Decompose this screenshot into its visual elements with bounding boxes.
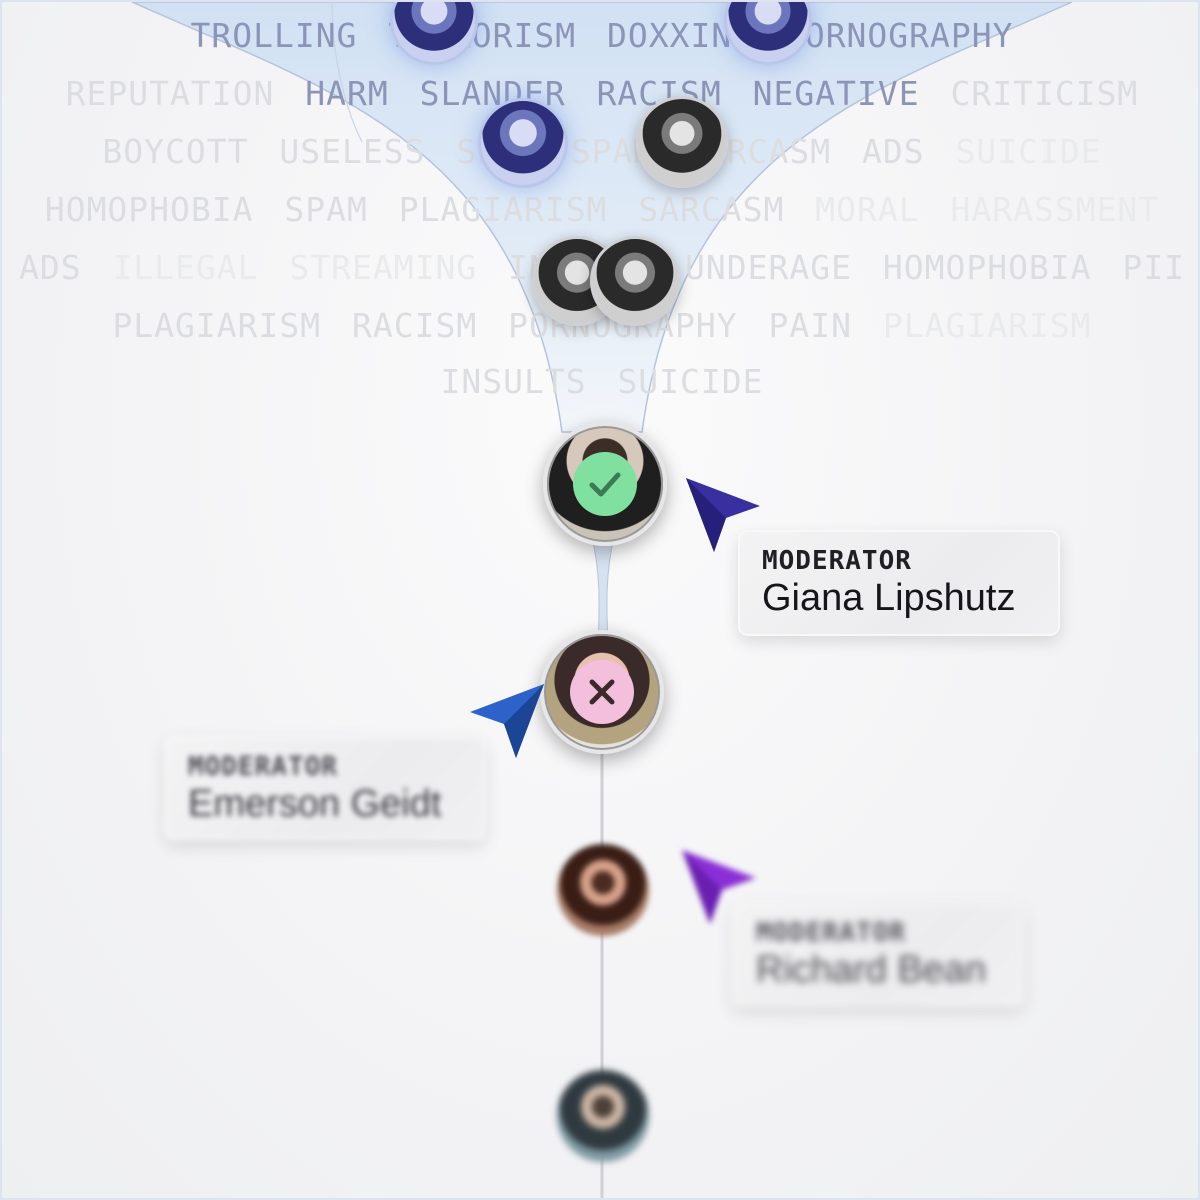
avatar	[478, 98, 568, 188]
keyword: SUICIDE	[955, 132, 1102, 171]
keyword: NEGATIVE	[752, 74, 920, 113]
keyword-row-4: HOMOPHOBIA SPAM PLAGIARISM SARCASM MORAL…	[2, 190, 1198, 229]
moderator-name: Emerson Geidt	[188, 783, 442, 825]
approved-badge	[573, 452, 637, 516]
keyword: ADS	[862, 132, 925, 171]
cursor-icon	[686, 478, 760, 552]
keyword: ILLEGAL	[112, 248, 259, 287]
moderator-label: MODERATOR Emerson Geidt	[164, 736, 486, 840]
moderator-label: MODERATOR Giana Lipshutz	[738, 530, 1060, 636]
funnel-body	[131, 2, 1073, 433]
avatar-queued-item[interactable]	[557, 1070, 649, 1162]
avatar-pending-item[interactable]	[557, 844, 649, 936]
keyword: HOMOPHOBIA	[882, 248, 1092, 287]
cursor-icon	[682, 850, 756, 924]
keyword: RACISM	[352, 306, 478, 345]
keyword: PORNOGRAPHY	[783, 16, 1014, 55]
keyword: SPAM	[284, 190, 368, 229]
moderator-label: MODERATOR Richard Bean	[732, 902, 1024, 1006]
keyword-row-3: BOYCOTT USELESS SPAM SPAM SARCASM ADS SU…	[2, 132, 1198, 171]
keyword: TROLLING	[190, 16, 358, 55]
keyword: PLAGIARISM	[112, 306, 322, 345]
moderator-role: MODERATOR	[762, 546, 912, 576]
keyword-row-2: REPUTATION HARM SLANDER RACISM NEGATIVE …	[2, 74, 1198, 113]
keyword: STREAMING	[289, 248, 478, 287]
avatar-rejected-item[interactable]	[540, 630, 664, 754]
rejected-badge	[570, 660, 634, 724]
funnel-inner-curve	[331, 2, 363, 143]
keyword-row-7: INSULTS SUICIDE	[2, 362, 1198, 401]
keyword-row-6: PLAGIARISM RACISM PORNOGRAPHY PAIN PLAGI…	[2, 306, 1198, 345]
moderator-name: Richard Bean	[756, 949, 987, 991]
keyword: HARASSMENT	[950, 190, 1160, 229]
keyword: PLAGIARISM	[398, 190, 608, 229]
keyword: PII	[1122, 248, 1186, 287]
keyword: PLAGIARISM	[882, 306, 1092, 345]
keyword: PAIN	[768, 306, 852, 345]
avatar	[636, 96, 728, 188]
keyword: INSULTS	[440, 362, 587, 401]
keyword: USELESS	[279, 132, 426, 171]
moderator-role: MODERATOR	[756, 918, 906, 948]
x-icon	[589, 679, 615, 705]
avatar-approved-item[interactable]	[543, 422, 667, 546]
keyword: SARCASM	[638, 190, 785, 229]
check-icon	[589, 472, 621, 497]
keyword: ADS	[18, 248, 82, 287]
keyword: REPUTATION	[65, 74, 275, 113]
cursor-icon	[470, 684, 544, 758]
moderator-name: Giana Lipshutz	[762, 577, 1016, 619]
keyword: MORAL	[815, 190, 920, 229]
avatar	[590, 236, 680, 326]
keyword: SUICIDE	[617, 362, 764, 401]
keyword: CRITICISM	[950, 74, 1139, 113]
funnel-stem	[591, 536, 615, 643]
moderator-role: MODERATOR	[188, 752, 338, 782]
keyword: HOMOPHOBIA	[44, 190, 254, 229]
keyword: HARM	[305, 74, 389, 113]
keyword: BOYCOTT	[102, 132, 249, 171]
keyword-row-1: TROLLING TERRORISM DOXXING PORNOGRAPHY	[2, 16, 1198, 55]
keyword: UNDERAGE	[685, 248, 852, 287]
